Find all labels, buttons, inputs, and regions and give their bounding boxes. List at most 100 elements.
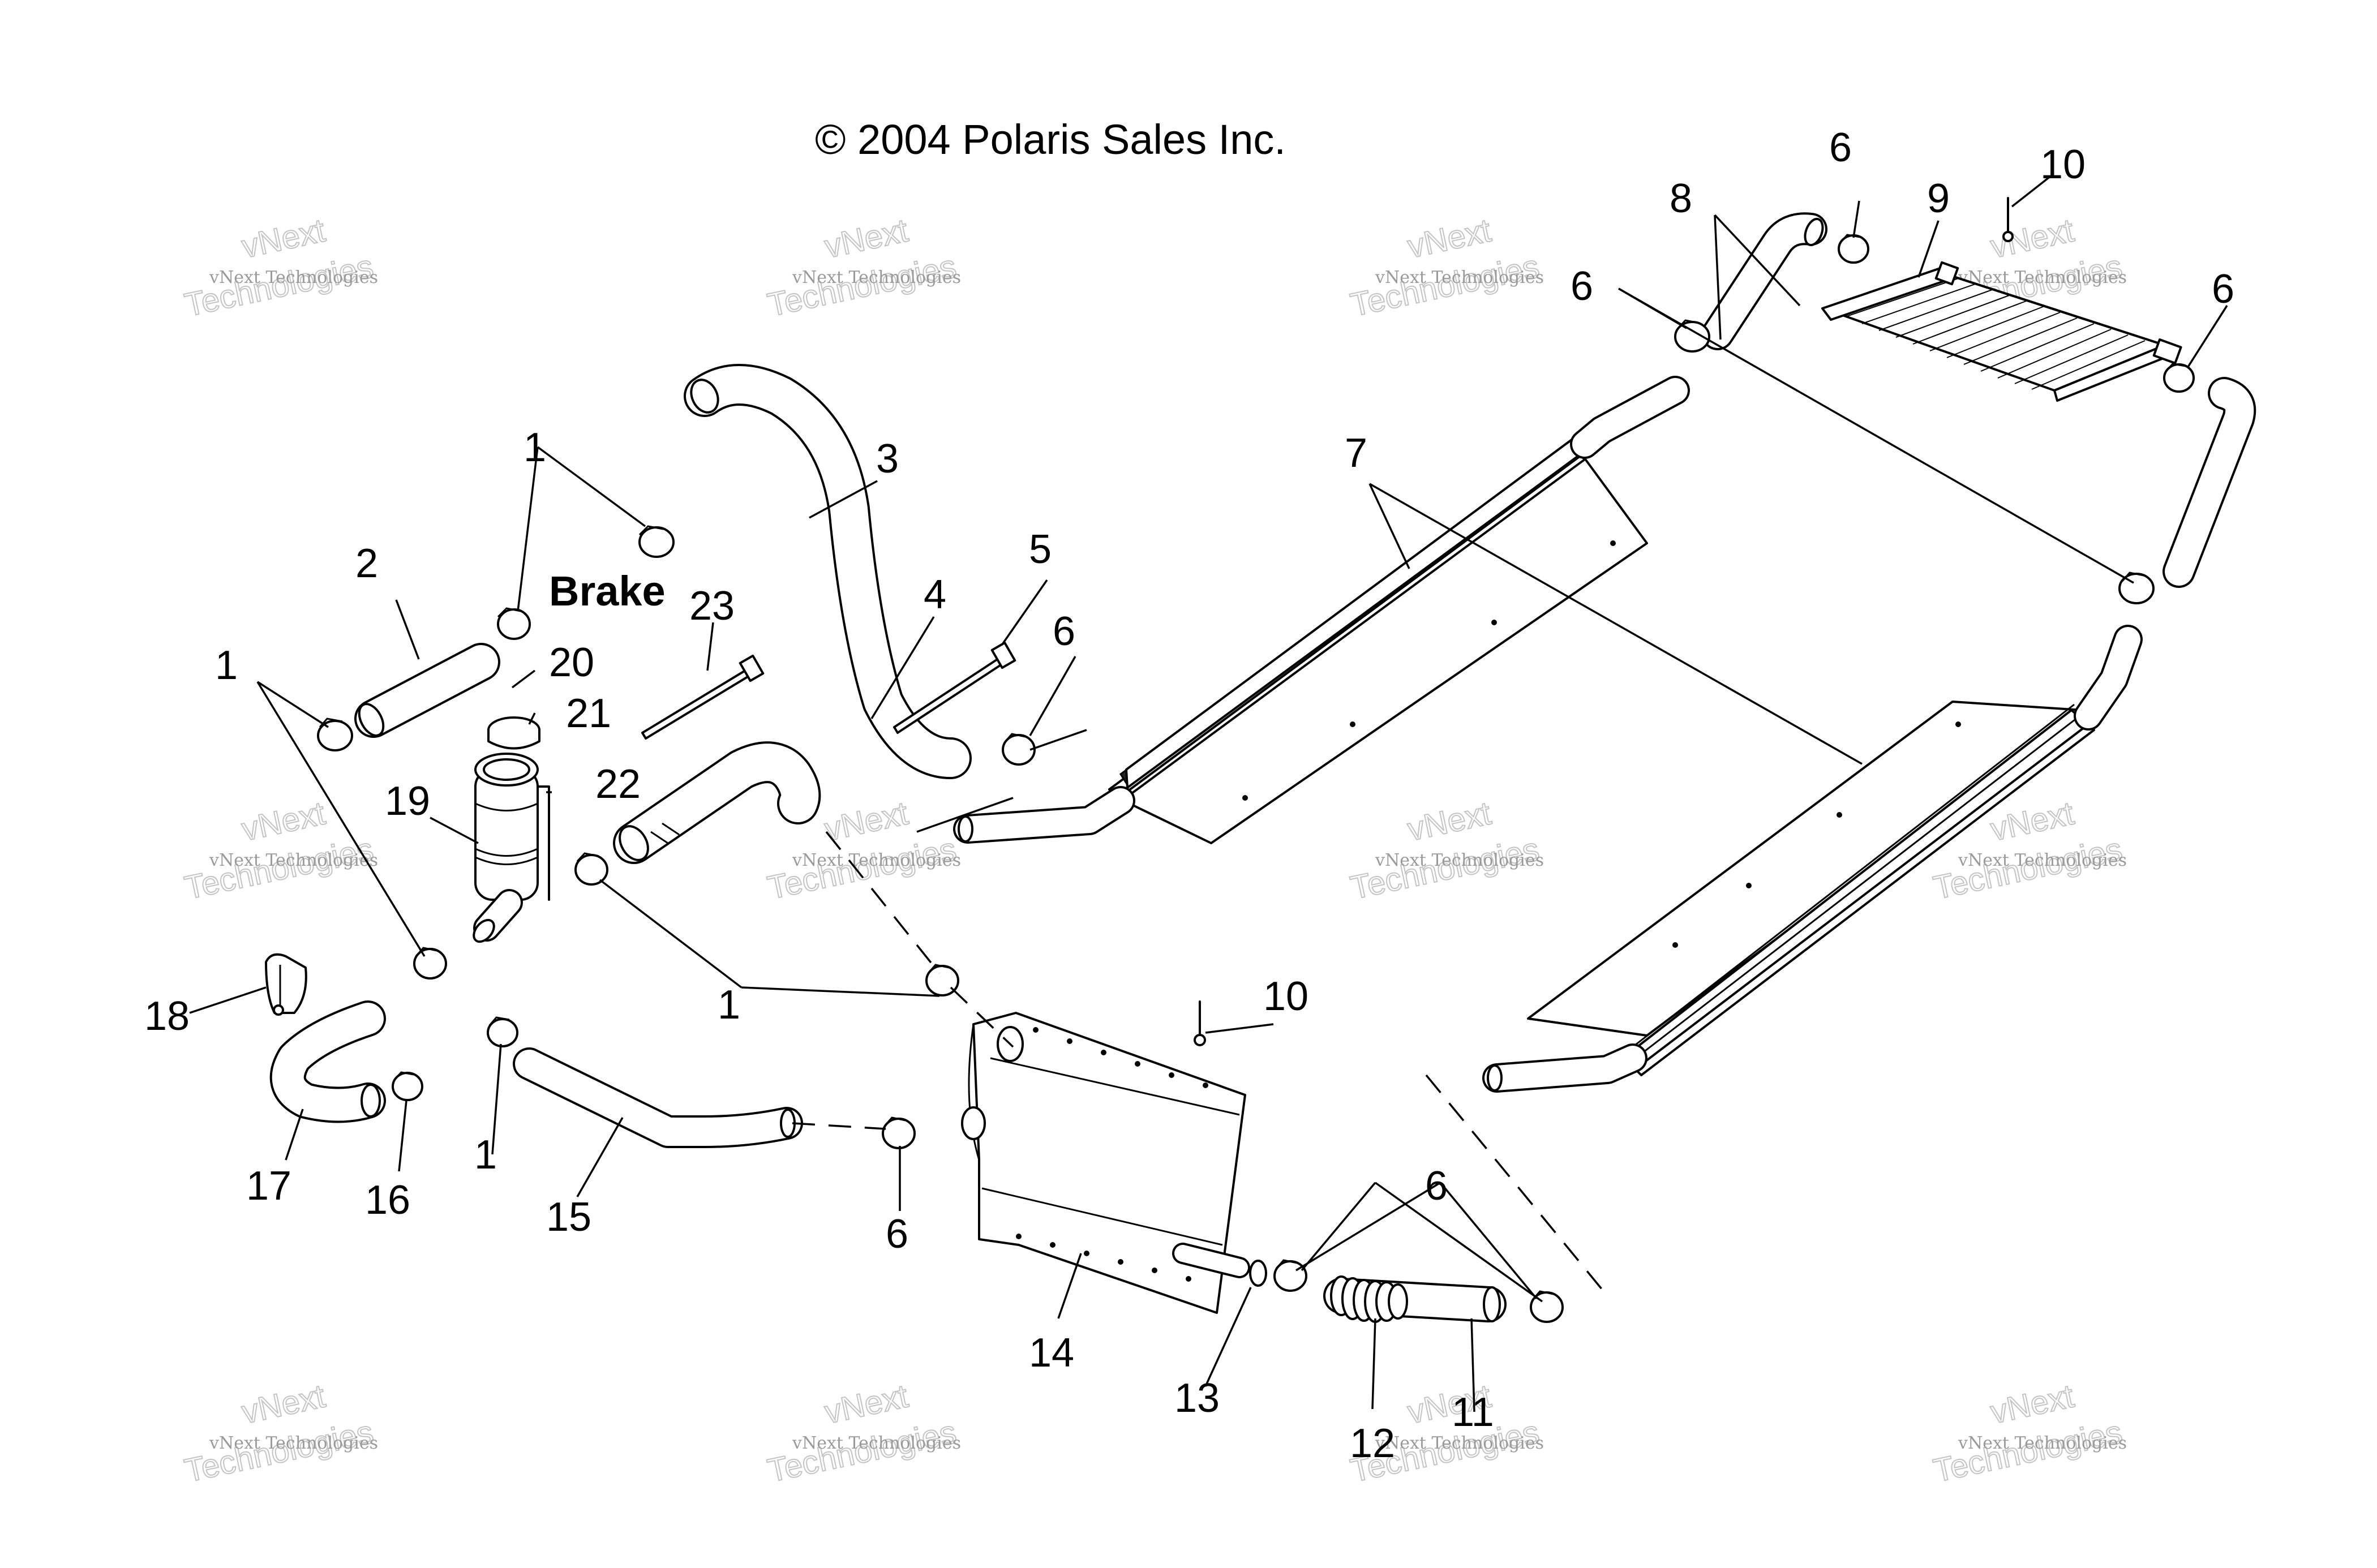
callout-5: 5 (1029, 527, 1052, 572)
clamp (1273, 1259, 1307, 1292)
cable-tie-23 (641, 654, 765, 740)
svg-text:vNext: vNext (821, 794, 911, 848)
callout-15: 15 (546, 1195, 591, 1240)
watermark: Technologies vNext Technologies vNext (1347, 211, 1544, 324)
watermark: Technologies vNext Technologies vNext (764, 1377, 961, 1490)
svg-text:vNext: vNext (1987, 1377, 2077, 1430)
svg-text:vNext: vNext (821, 1377, 911, 1430)
clamp (497, 607, 531, 640)
hose-2 (354, 643, 500, 738)
callout-22: 22 (595, 762, 641, 807)
callout-6: 6 (1053, 609, 1075, 654)
svg-text:vNext Technologies: vNext Technologies (209, 268, 378, 287)
clamp (2118, 572, 2155, 604)
clamp (638, 525, 675, 558)
svg-text:vNext: vNext (238, 1377, 328, 1430)
hose-17 (269, 1000, 386, 1123)
clamp (392, 1071, 423, 1101)
callout-3: 3 (876, 436, 899, 482)
svg-text:vNext Technologies: vNext Technologies (1958, 1433, 2127, 1453)
hose-8-right (2163, 377, 2256, 588)
callout-8: 8 (1670, 176, 1692, 221)
bracket-18 (265, 953, 307, 1016)
callout-6: 6 (1829, 125, 1852, 170)
svg-text:vNext Technologies: vNext Technologies (792, 268, 961, 287)
clamp (1002, 733, 1036, 766)
screw-10-top (2002, 197, 2014, 242)
svg-text:vNext: vNext (238, 212, 328, 265)
callout-11: 11 (1452, 1390, 1494, 1435)
callout-18: 18 (144, 994, 190, 1039)
callout-6: 6 (886, 1212, 908, 1257)
callout-6: 6 (1571, 264, 1593, 309)
hose-3 (684, 364, 972, 779)
hose-4 (613, 741, 821, 864)
clamp (487, 1016, 518, 1047)
callout-16: 16 (365, 1178, 410, 1223)
svg-text:vNext Technologies: vNext Technologies (1375, 1433, 1544, 1453)
callout-10: 10 (2040, 142, 2086, 187)
callout-12: 12 (1350, 1421, 1395, 1466)
callout-1: 1 (718, 982, 740, 1028)
callout-19: 19 (385, 779, 430, 824)
callout-9: 9 (1927, 176, 1950, 221)
cable-tie-5 (893, 641, 1016, 734)
clamp (882, 1116, 916, 1149)
watermark: Technologies vNext Technologies vNext (181, 1377, 378, 1490)
svg-text:vNext: vNext (1987, 794, 2077, 848)
svg-text:vNext Technologies: vNext Technologies (792, 1433, 961, 1453)
callout-21: 21 (566, 691, 611, 736)
callouts: 1 1 1 1 2 3 4 5 6 6 6 6 6 6 7 8 9 10 10 … (144, 125, 2234, 1466)
svg-text:vNext: vNext (821, 212, 911, 265)
bottle-cap (487, 716, 540, 750)
leader-lines (189, 174, 2228, 1412)
clamp (413, 947, 447, 980)
watermark: Technologies vNext Technologies vNext (764, 211, 961, 324)
screw-10-mid (1194, 1000, 1206, 1046)
watermark: Technologies vNext Technologies vNext (1347, 794, 1544, 907)
svg-text:vNext: vNext (238, 794, 328, 848)
copyright-text: © 2004 Polaris Sales Inc. (815, 116, 1286, 163)
coolant-bottle (473, 753, 550, 943)
clamp (1838, 234, 1869, 264)
svg-text:vNext Technologies: vNext Technologies (1375, 268, 1544, 287)
callout-1: 1 (524, 425, 546, 470)
svg-text:vNext Technologies: vNext Technologies (1958, 268, 2127, 287)
callout-4: 4 (924, 572, 946, 617)
callout-17: 17 (246, 1163, 291, 1209)
callout-7: 7 (1345, 431, 1367, 476)
clamp-13 (1249, 1260, 1267, 1287)
watermark: Technologies vNext Technologies vNext (1930, 1377, 2127, 1490)
callout-6: 6 (2212, 267, 2234, 312)
svg-text:vNext Technologies: vNext Technologies (1958, 850, 2127, 870)
hose-8-left (1701, 212, 1827, 350)
watermark: Technologies vNext Technologies vNext (181, 794, 378, 907)
brake-label: Brake (549, 568, 666, 615)
clamp (2163, 363, 2195, 393)
callout-1: 1 (474, 1132, 497, 1178)
callout-10: 10 (1263, 974, 1308, 1019)
svg-text:vNext: vNext (1404, 212, 1494, 265)
clamp (925, 964, 959, 996)
watermark: Technologies vNext Technologies vNext (181, 211, 378, 324)
svg-text:vNext Technologies: vNext Technologies (1375, 850, 1544, 870)
svg-text:vNext: vNext (1404, 794, 1494, 848)
heat-exchanger-upper (953, 376, 1690, 844)
callout-20: 20 (549, 640, 594, 685)
callout-2: 2 (355, 541, 378, 586)
clamp (574, 852, 608, 886)
heat-exchanger-lower (1482, 625, 2143, 1093)
svg-text:vNext: vNext (1987, 212, 2077, 265)
callout-23: 23 (689, 583, 735, 629)
flex-coupler-12 (1330, 1275, 1408, 1323)
callout-6: 6 (1425, 1163, 1448, 1209)
hose-15 (513, 1047, 803, 1148)
callout-1: 1 (215, 643, 238, 688)
heat-exchanger-front (961, 1012, 1250, 1314)
heat-exchanger-small (1821, 261, 2182, 402)
svg-text:vNext Technologies: vNext Technologies (209, 1433, 378, 1453)
callout-13: 13 (1174, 1376, 1220, 1421)
callout-14: 14 (1029, 1330, 1074, 1376)
svg-text:vNext Technologies: vNext Technologies (792, 850, 961, 870)
